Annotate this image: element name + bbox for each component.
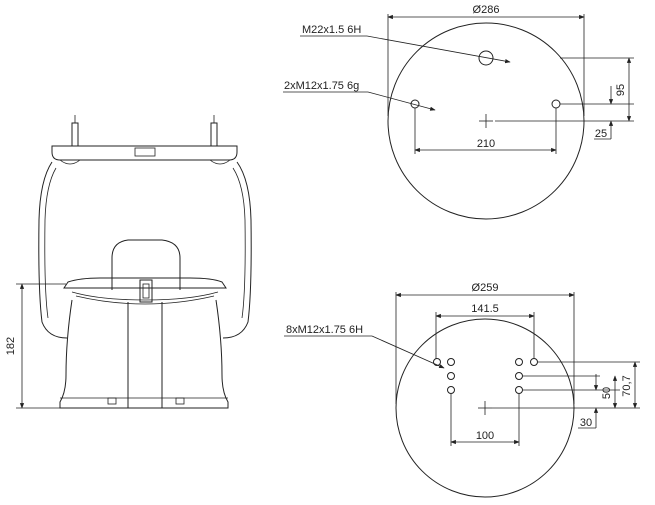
bellows (38, 161, 68, 339)
hole-thread-label: 8xM12x1.75 6H (286, 324, 363, 336)
hole-spacing-label: 141.5 (471, 303, 499, 315)
top-plate-view: Ø286 M22x1.5 6H 2xM12x1.75 6g 210 95 25 (283, 4, 634, 220)
height-dimension-label: 182 (5, 337, 17, 355)
stud-spacing-label: 210 (477, 138, 495, 150)
piston-flange (63, 277, 227, 289)
mount-hole-6 (530, 358, 538, 366)
spacing-100-label: 100 (476, 430, 494, 442)
piston (59, 299, 229, 409)
top-plate (51, 145, 238, 161)
stud-hole-right (551, 99, 561, 109)
mount-hole-5 (515, 358, 523, 366)
offset-95-label: 95 (615, 84, 627, 96)
offset-25-label: 25 (595, 128, 607, 140)
mount-hole-8 (515, 386, 523, 394)
mount-hole-7 (515, 372, 523, 380)
top-diameter-label: Ø286 (473, 4, 500, 16)
center-thread-label: M22x1.5 6H (302, 24, 361, 36)
air-spring-side-view: 182 (5, 115, 252, 409)
offset-30-label: 30 (580, 417, 592, 429)
mount-hole-2 (447, 358, 455, 366)
bottom-plate-view: Ø259 141.5 8xM12x1.75 6H 100 70,7 5 (284, 282, 640, 498)
offset-50-label: 50 (601, 387, 613, 399)
mount-hole-4 (447, 386, 455, 394)
stud-left (71, 122, 79, 147)
bump-stop (111, 239, 181, 290)
mount-hole-3 (447, 372, 455, 380)
stud-thread-label: 2xM12x1.75 6g (284, 80, 359, 92)
bottom-diameter-label: Ø259 (472, 282, 499, 294)
offset-70-label: 70,7 (621, 375, 633, 396)
stud-right (210, 122, 218, 147)
mount-hole-1 (433, 358, 441, 366)
